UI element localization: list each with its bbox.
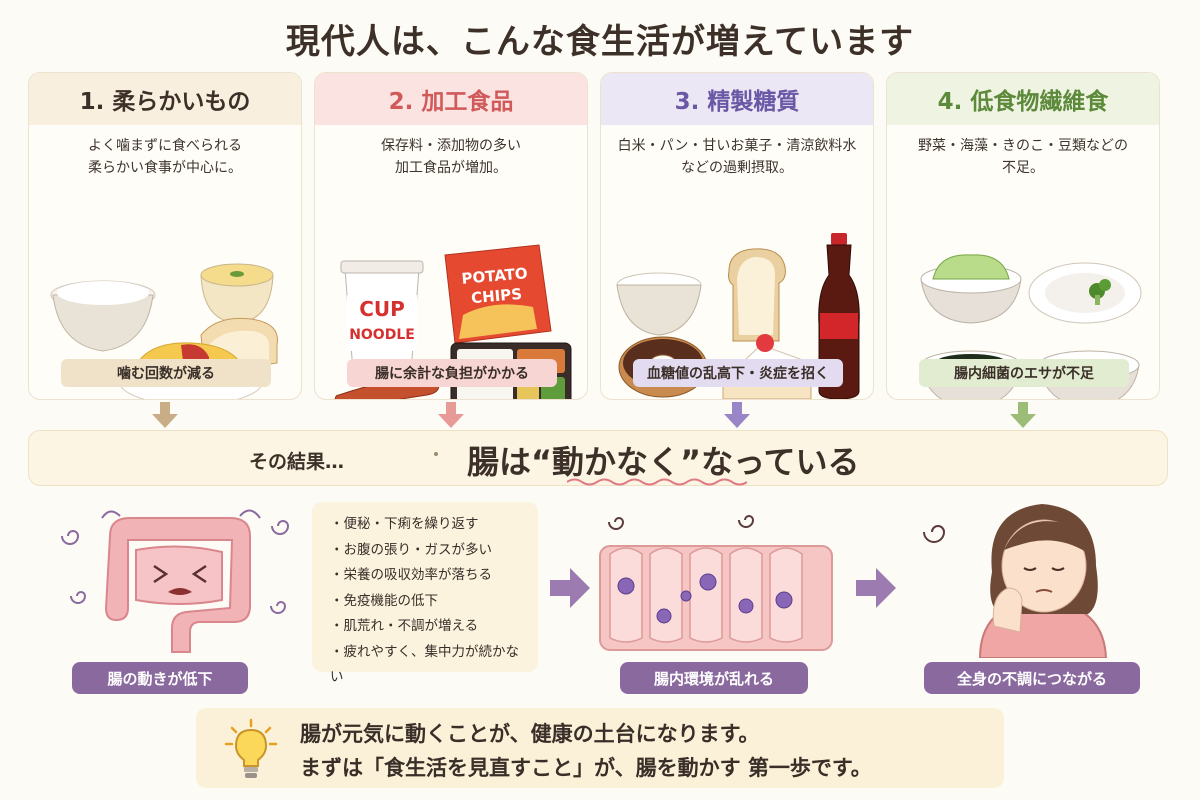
card-description: 野菜・海藻・きのこ・豆類などの 不足。 — [887, 135, 1159, 179]
wavy-underline — [567, 478, 747, 486]
desc-line: などの過剰摂取。 — [681, 160, 793, 176]
card-badge: 腸内細菌のエサが不足 — [919, 359, 1129, 387]
bottom-line-1: 腸が元気に動くことが、健康の土台になります。 — [300, 722, 760, 746]
card-heading: 4. 低食物繊維食 — [887, 73, 1159, 125]
down-arrow-icon — [438, 402, 464, 428]
down-arrow-icon — [1010, 402, 1036, 428]
symptom-list: 便秘・下痢を繰り返す お腹の張り・ガスが多い 栄養の吸収効率が落ちる 免疫機能の… — [312, 502, 538, 685]
down-arrow-icon — [152, 402, 178, 428]
card-heading: 3. 精製糖質 — [601, 73, 873, 125]
card-heading: 1. 柔らかいもの — [29, 73, 301, 125]
sluggish-intestine-illustration — [61, 509, 290, 653]
desc-line: 不足。 — [1002, 160, 1044, 176]
right-arrow-icon — [550, 568, 590, 608]
chips-text-1: POTATO — [461, 264, 529, 288]
cup-noodle-text-1: CUP — [359, 297, 405, 321]
desc-line: 保存料・添加物の多い — [381, 138, 521, 154]
symptom-item: 肌荒れ・不調が増える — [330, 614, 530, 640]
card-low-fiber: 4. 低食物繊維食 野菜・海藻・きのこ・豆類などの 不足。 腸内細菌のエサが不足 — [886, 72, 1160, 400]
card-description: 保存料・添加物の多い 加工食品が増加。 — [315, 135, 587, 179]
stage-label-gut-environment: 腸内環境が乱れる — [620, 662, 808, 694]
card-refined-carbs: 3. 精製糖質 白米・パン・甘いお菓子・清涼飲料水 などの過剰摂取。 血糖値の乱… — [600, 72, 874, 400]
card-heading: 2. 加工食品 — [315, 73, 587, 125]
desc-line: 白米・パン・甘いお菓子・清涼飲料水 — [617, 138, 857, 154]
gut-lining-illustration — [599, 515, 833, 651]
page-title: 現代人は、こんな食生活が増えています — [285, 22, 915, 62]
symptom-item: 免疫機能の低下 — [330, 589, 530, 615]
card-badge: 血糖値の乱高下・炎症を招く — [633, 359, 843, 387]
result-banner: その結果… 腸は“動かなく”なっている — [28, 430, 1168, 486]
card-description: 白米・パン・甘いお菓子・清涼飲料水 などの過剰摂取。 — [601, 135, 873, 179]
bottom-line-2: まずは「食生活を見直すこと」が、腸を動かす 第一歩です。 — [300, 756, 872, 780]
right-arrow-icon — [856, 568, 896, 608]
stage-label-intestine: 腸の動きが低下 — [72, 662, 248, 694]
result-dot — [434, 452, 438, 456]
desc-line: 加工食品が増加。 — [395, 160, 507, 176]
lightbulb-icon — [224, 718, 278, 778]
tired-person-illustration — [923, 504, 1108, 658]
down-arrow-icon — [724, 402, 750, 428]
card-processed-food: 2. 加工食品 保存料・添加物の多い 加工食品が増加。 CUP NOODLE P… — [314, 72, 588, 400]
desc-line: よく噛まずに食べられる — [88, 138, 242, 154]
card-badge: 噛む回数が減る — [61, 359, 271, 387]
desc-line: 野菜・海藻・きのこ・豆類などの — [918, 138, 1128, 154]
chips-text-2: CHIPS — [470, 285, 522, 307]
result-main-text: 腸は“動かなく”なっている — [467, 443, 860, 481]
result-lead: その結果… — [249, 451, 345, 473]
card-soft-food: 1. 柔らかいもの よく噛まずに食べられる 柔らかい食事が中心に。 噛む回数が減… — [28, 72, 302, 400]
cup-noodle-text-2: NOODLE — [349, 327, 415, 343]
symptom-item: 疲れやすく、集中力が続かない — [330, 640, 530, 691]
symptom-item: 便秘・下痢を繰り返す — [330, 512, 530, 538]
card-badge: 腸に余計な負担がかかる — [347, 359, 557, 387]
bottom-message: 腸が元気に動くことが、健康の土台になります。 まずは「食生活を見直すこと」が、腸… — [196, 708, 1004, 788]
symptom-item: 栄養の吸収効率が落ちる — [330, 563, 530, 589]
card-description: よく噛まずに食べられる 柔らかい食事が中心に。 — [29, 135, 301, 179]
symptom-item: お腹の張り・ガスが多い — [330, 538, 530, 564]
desc-line: 柔らかい食事が中心に。 — [88, 160, 242, 176]
stage-label-whole-body: 全身の不調につながる — [924, 662, 1140, 694]
